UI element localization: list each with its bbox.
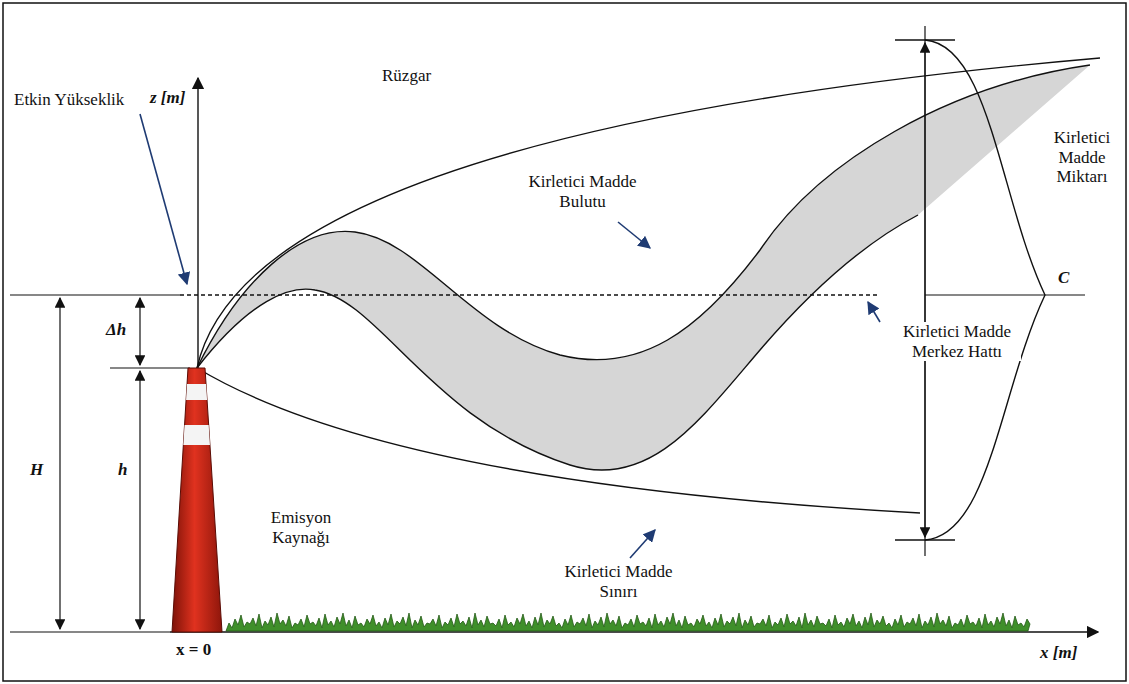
axis-label: x = 0	[176, 640, 211, 660]
callout-label: Etkin Yükseklik	[14, 90, 124, 110]
outer-boundary	[197, 58, 1100, 368]
leader-arrow	[618, 222, 650, 248]
dimension-line	[59, 298, 60, 629]
callout-label: Kirletici Madde Miktarı	[1044, 128, 1120, 187]
chimney-stripe	[186, 384, 207, 400]
dimension-label: Δh	[106, 320, 126, 340]
plume-bottom	[197, 215, 918, 470]
plume-cloud	[197, 65, 1090, 470]
callout-label: Kirletici Madde Sınırı	[556, 562, 681, 601]
chimney	[172, 368, 222, 632]
callout-label: Kirletici Madde Merkez Hattı	[893, 322, 1021, 361]
grass	[226, 613, 1030, 631]
wind-label: Rüzgar	[382, 66, 431, 86]
dimension-line	[924, 43, 925, 537]
chimney-stripes	[183, 384, 210, 445]
dimension-label: H	[30, 460, 43, 480]
profile-axis	[924, 26, 925, 556]
callout-label: Kirletici Madde Bulutu	[520, 172, 645, 211]
axis-label: x [m]	[1040, 643, 1077, 663]
dimension-tick	[10, 631, 170, 632]
x-axis	[170, 631, 1098, 632]
leader-arrow	[868, 302, 880, 322]
callout-label: Emisyon Kaynağı	[260, 508, 342, 547]
plume-top	[197, 65, 1090, 368]
dimension-line	[139, 371, 140, 629]
profile-centre	[925, 294, 1085, 295]
dimension-tick	[10, 294, 180, 295]
centre-line	[180, 294, 880, 295]
gaussian-curve	[925, 40, 1045, 540]
dimension-line	[139, 298, 140, 365]
grass	[226, 613, 1030, 631]
axis-label: z [m]	[150, 88, 185, 108]
dimension-label: h	[118, 460, 127, 480]
frame	[3, 3, 1126, 681]
concentration-label: C	[1058, 268, 1069, 288]
leader-arrow	[630, 530, 655, 558]
outer-boundary	[197, 368, 920, 513]
dimension-tick	[110, 367, 190, 368]
leader-arrow	[140, 114, 187, 284]
chimney-stripe	[183, 425, 210, 445]
